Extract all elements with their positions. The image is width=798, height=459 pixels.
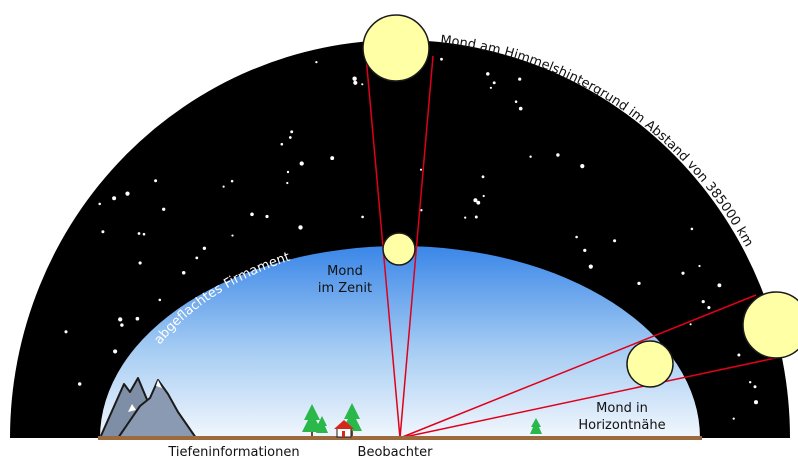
moon-far-top-icon bbox=[362, 14, 430, 82]
star-icon bbox=[588, 264, 593, 269]
star-icon bbox=[583, 248, 587, 253]
star-icon bbox=[529, 155, 532, 158]
star-icon bbox=[352, 76, 357, 81]
star-icon bbox=[162, 207, 166, 211]
star-icon bbox=[420, 209, 423, 212]
star-icon bbox=[137, 232, 141, 235]
star-icon bbox=[575, 235, 578, 239]
star-icon bbox=[737, 353, 741, 357]
label-moon-zenith-1: Mond bbox=[327, 264, 363, 279]
star-icon bbox=[514, 100, 518, 103]
star-icon bbox=[474, 215, 478, 219]
star-icon bbox=[481, 175, 485, 179]
star-icon bbox=[315, 60, 318, 64]
star-icon bbox=[288, 136, 292, 139]
star-icon bbox=[286, 181, 289, 185]
mountain-icon bbox=[100, 377, 197, 438]
star-icon bbox=[125, 191, 130, 196]
star-icon bbox=[138, 261, 142, 265]
star-icon bbox=[486, 72, 490, 76]
star-icon bbox=[637, 281, 641, 286]
star-icon bbox=[290, 130, 294, 134]
star-icon bbox=[753, 400, 759, 405]
star-icon bbox=[580, 164, 585, 169]
flattened-firmament bbox=[100, 246, 700, 438]
label-depth-info: Tiefeninformationen bbox=[167, 445, 299, 459]
star-icon bbox=[690, 227, 694, 231]
star-icon bbox=[250, 212, 254, 217]
star-icon bbox=[689, 323, 692, 326]
star-icon bbox=[492, 81, 496, 85]
star-icon bbox=[202, 246, 207, 250]
star-icon bbox=[280, 142, 284, 146]
label-moon-horizon-2: Horizontnähe bbox=[578, 418, 665, 433]
moon-far-horizon-icon bbox=[742, 291, 798, 359]
star-icon bbox=[698, 264, 701, 268]
house-icon bbox=[334, 420, 354, 438]
label-moon-horizon-1: Mond in bbox=[596, 401, 648, 416]
star-icon bbox=[518, 106, 523, 111]
star-icon bbox=[489, 86, 493, 89]
moon-horizon-icon bbox=[626, 340, 674, 388]
ground-line bbox=[98, 436, 702, 440]
label-moon-zenith-2: im Zenit bbox=[318, 281, 372, 296]
star-icon bbox=[113, 349, 118, 354]
star-icon bbox=[556, 153, 560, 157]
star-icon bbox=[158, 298, 162, 302]
star-icon bbox=[265, 214, 269, 219]
star-icon bbox=[419, 168, 423, 171]
star-icon bbox=[118, 317, 123, 322]
star-icon bbox=[749, 381, 752, 384]
star-icon bbox=[353, 80, 358, 85]
stars bbox=[64, 57, 759, 420]
star-icon bbox=[473, 198, 478, 203]
star-icon bbox=[707, 306, 711, 310]
star-icon bbox=[154, 179, 158, 183]
star-icon bbox=[440, 57, 443, 61]
star-icon bbox=[135, 316, 140, 321]
star-icon bbox=[361, 83, 364, 86]
star-icon bbox=[717, 283, 722, 288]
star-icon bbox=[518, 77, 522, 81]
star-icon bbox=[112, 196, 117, 201]
star-icon bbox=[231, 234, 234, 237]
star-icon bbox=[753, 385, 757, 389]
star-icon bbox=[181, 271, 186, 275]
star-icon bbox=[142, 232, 146, 236]
star-icon bbox=[222, 185, 225, 188]
star-icon bbox=[298, 225, 303, 230]
star-icon bbox=[613, 239, 617, 243]
star-icon bbox=[64, 330, 68, 334]
star-icon bbox=[361, 215, 364, 219]
star-icon bbox=[476, 200, 481, 205]
sight-lines bbox=[365, 55, 786, 439]
star-icon bbox=[120, 323, 124, 327]
star-icon bbox=[732, 417, 735, 420]
star-icon bbox=[464, 216, 467, 219]
star-icon bbox=[701, 300, 705, 304]
moon-zenith-icon bbox=[382, 232, 416, 266]
star-icon bbox=[230, 179, 234, 183]
star-icon bbox=[77, 382, 82, 386]
label-observer: Beobachter bbox=[358, 445, 434, 459]
star-icon bbox=[195, 256, 199, 260]
star-icon bbox=[101, 230, 105, 234]
star-icon bbox=[482, 194, 485, 198]
star-icon bbox=[286, 170, 290, 174]
star-icon bbox=[330, 156, 335, 161]
star-icon bbox=[98, 202, 101, 206]
star-icon bbox=[299, 161, 304, 166]
star-icon bbox=[681, 271, 685, 275]
